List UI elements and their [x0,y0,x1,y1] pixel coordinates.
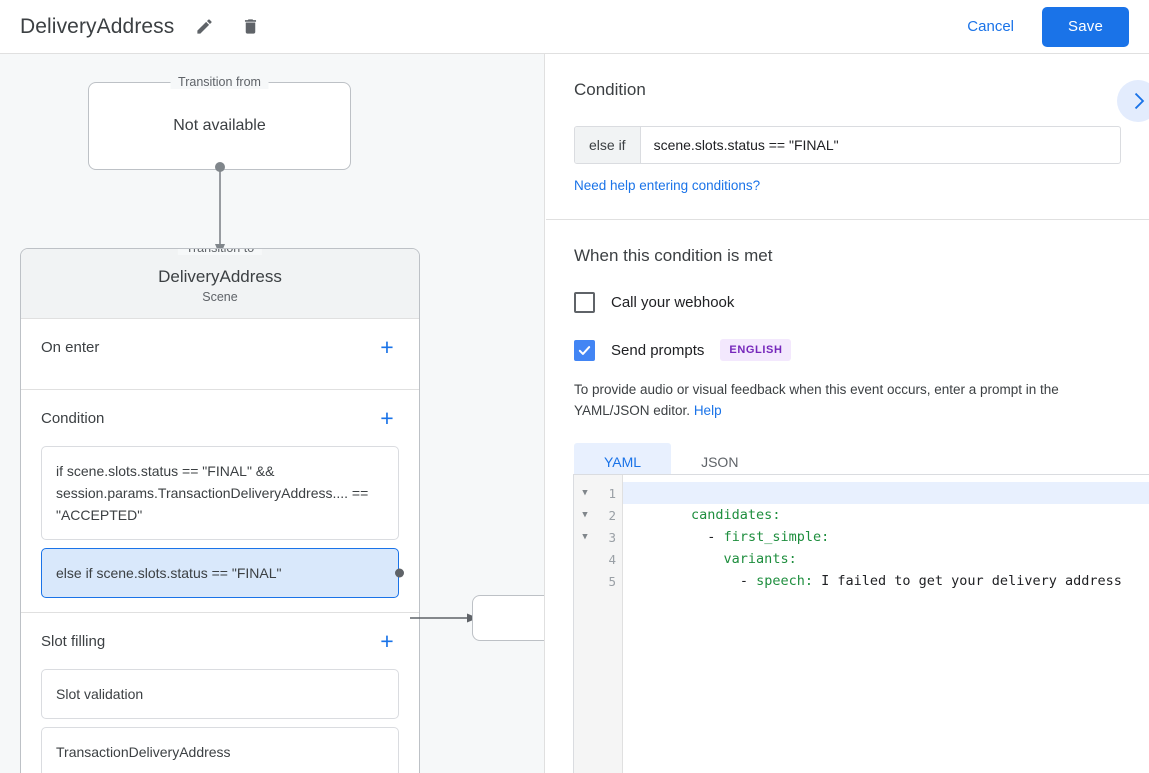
section-slot-filling: Slot filling + Slot validation Transacti… [21,613,419,773]
panel-condition-section: Condition else if scene.slots.status == … [546,54,1149,220]
language-badge: ENGLISH [720,339,792,361]
code-indent [691,529,707,545]
code-indent [691,551,724,567]
section-title-on-enter: On enter [41,338,100,356]
add-slot-filling-button[interactable]: + [380,627,394,654]
prompts-description-text: To provide audio or visual feedback when… [574,382,1059,418]
condition-output-port[interactable] [395,568,404,578]
gutter-line: ▼ 1 [574,482,622,504]
section-header: Condition + [41,390,399,446]
section-header: On enter + [41,319,399,375]
code-key: speech [756,573,805,589]
slot-filling-item[interactable]: Slot validation [41,669,399,719]
send-prompts-row[interactable]: Send prompts ENGLISH [574,339,1121,361]
fold-arrow-icon[interactable]: ▼ [582,532,588,542]
line-number: 5 [608,573,616,589]
add-on-enter-button[interactable]: + [380,333,394,360]
condition-expression-input[interactable]: scene.slots.status == "FINAL" [653,137,839,153]
condition-item[interactable]: if scene.slots.status == "FINAL" && sess… [41,446,399,540]
section-condition: Condition + if scene.slots.status == "FI… [21,390,419,613]
line-number: 4 [608,551,616,567]
transition-from-legend: Transition from [170,75,269,89]
code-colon: : [804,573,813,589]
condition-item-selected[interactable]: else if scene.slots.status == "FINAL" [41,548,404,598]
line-number: 1 [608,485,616,501]
add-condition-button[interactable]: + [380,404,394,431]
code-colon: : [821,529,830,545]
panel-condition-heading: Condition [574,80,646,99]
gutter-line: ▼ 3 [574,526,622,548]
gutter-line: 4 [574,548,622,570]
webhook-row[interactable]: Call your webhook [574,292,1121,313]
chevron-right-icon[interactable] [1117,80,1149,122]
line-number: 3 [608,529,616,545]
target-node-stub[interactable] [472,595,544,641]
editor-gutter: ▼ 1 ▼ 2 ▼ 3 4 5 [574,475,623,773]
when-met-heading: When this condition is met [574,246,773,265]
scene-type: Scene [202,290,238,304]
code-line[interactable]: variants: [623,526,1149,567]
section-header: Slot filling + [41,613,399,669]
condition-prefix-label: else if [575,127,641,163]
code-line[interactable]: - first_simple: [623,504,1149,545]
gutter-line: ▼ 2 [574,504,622,526]
fold-arrow-icon[interactable]: ▼ [582,510,588,520]
condition-item-label: else if scene.slots.status == "FINAL" [56,565,282,581]
section-title-condition: Condition [41,409,105,427]
section-title-slot-filling: Slot filling [41,632,106,650]
send-prompts-checkbox[interactable] [574,339,595,361]
yaml-editor[interactable]: ▼ 1 ▼ 2 ▼ 3 4 5 candidates: [573,474,1149,773]
transition-from-node[interactable]: Transition from Not available [88,75,351,170]
code-key: candidates [691,507,773,523]
tab-json[interactable]: JSON [701,454,739,470]
slot-filling-item[interactable]: TransactionDeliveryAddress [41,727,399,773]
transition-to-card: Transition to DeliveryAddress Scene On e… [20,248,420,773]
flow-connector-arrow [215,162,225,256]
code-dash: - [739,573,757,589]
call-webhook-label: Call your webhook [611,294,735,311]
code-line[interactable]: candidates: [623,482,1149,523]
code-colon: : [788,551,797,567]
save-button[interactable]: Save [1042,6,1129,47]
pencil-icon[interactable] [188,11,220,43]
outgoing-edge-arrow [410,613,478,623]
scene-header[interactable]: DeliveryAddress Scene [21,249,419,319]
condition-help-link[interactable]: Need help entering conditions? [574,178,761,193]
send-prompts-label: Send prompts [611,341,705,359]
prompts-description: To provide audio or visual feedback when… [574,379,1121,421]
top-bar: DeliveryAddress Cancel Save [0,0,1149,54]
page-title: DeliveryAddress [20,14,175,38]
code-line[interactable]: - speech: I failed to get your delivery … [623,548,1149,589]
fold-arrow-icon[interactable]: ▼ [582,488,588,498]
section-on-enter: On enter + [21,319,419,390]
flow-canvas[interactable]: Transition from Not available Transition… [0,54,545,773]
code-colon: : [772,507,781,523]
editor-code-area[interactable]: candidates: - first_simple: variants: - … [623,475,1149,773]
code-value: I failed to get your delivery address [813,573,1122,589]
code-dash: - [707,529,724,545]
scene-name: DeliveryAddress [158,267,282,286]
prompts-help-link[interactable]: Help [693,403,722,418]
transition-to-legend: Transition to [177,249,263,255]
condition-input-row[interactable]: else if scene.slots.status == "FINAL" [574,126,1121,164]
cancel-button[interactable]: Cancel [953,10,1028,43]
gutter-line: 5 [574,570,622,592]
panel-when-met-section: When this condition is met Call your web… [546,220,1149,505]
code-key: first_simple [723,529,822,545]
transition-from-value: Not available [173,117,266,134]
line-number: 2 [608,507,616,523]
code-indent [691,573,740,589]
code-key: variants [723,551,789,567]
trash-icon[interactable] [234,11,266,43]
call-webhook-checkbox[interactable] [574,292,595,313]
